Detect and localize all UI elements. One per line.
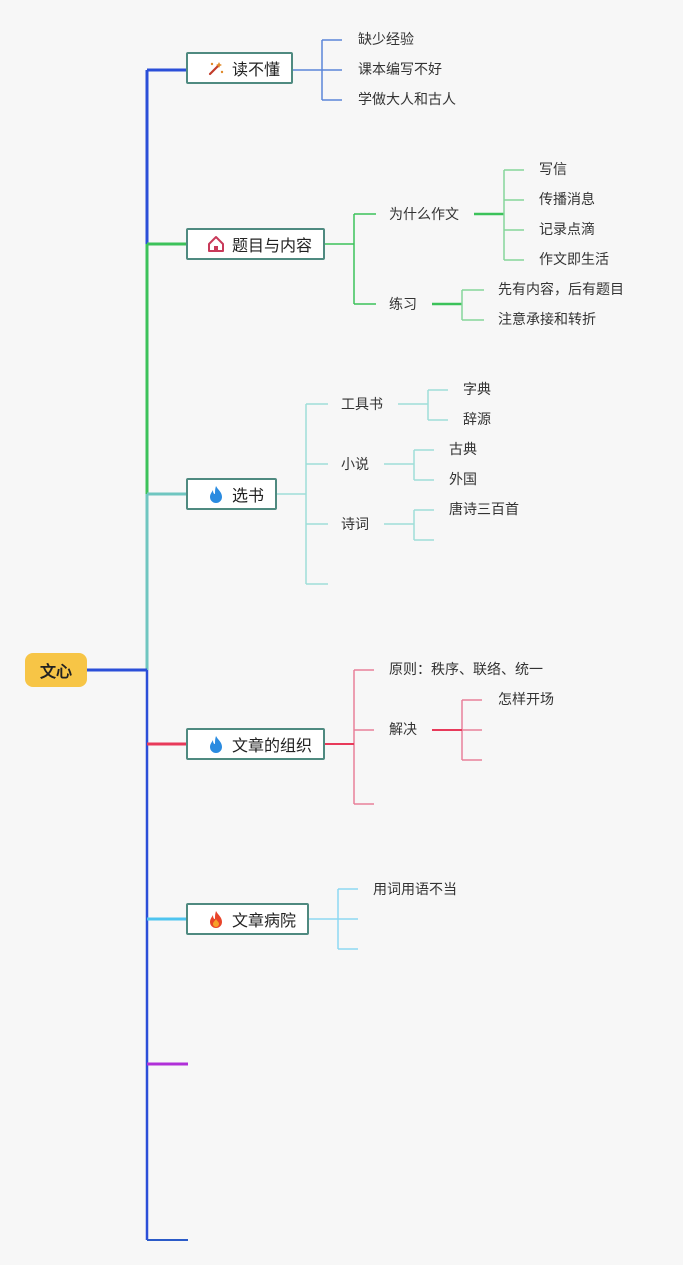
leaf-item[interactable]: 唐诗三百首 xyxy=(449,502,519,518)
flame-blue-icon xyxy=(206,734,226,754)
leaf-item[interactable]: 作文即生活 xyxy=(539,252,609,268)
flame-blue-icon xyxy=(206,484,226,504)
leaf-item[interactable]: 记录点滴 xyxy=(539,222,595,238)
leaf-item[interactable]: 字典 xyxy=(463,382,491,398)
leaf-item[interactable]: 外国 xyxy=(449,472,477,488)
leaf-item[interactable]: 怎样开场 xyxy=(498,692,554,708)
branch-box-reading[interactable]: 读不懂 xyxy=(186,52,293,84)
branch-box-article-clinic[interactable]: 文章病院 xyxy=(186,903,309,935)
sub-topic[interactable]: 解决 xyxy=(389,722,417,738)
leaf-item[interactable]: 学做大人和古人 xyxy=(358,92,456,108)
leaf-item[interactable]: 缺少经验 xyxy=(358,32,414,48)
sub-topic[interactable]: 诗词 xyxy=(341,517,369,533)
root-topic[interactable]: 文心 xyxy=(25,653,87,687)
branch-title: 文章病院 xyxy=(232,911,297,930)
branch-box-choose-books[interactable]: 选书 xyxy=(186,478,277,510)
leaf-item[interactable]: 写信 xyxy=(539,162,567,178)
sparkle-wand-icon xyxy=(206,58,226,78)
sub-topic[interactable]: 原则：秩序、联络、统一 xyxy=(389,662,543,678)
branch-title: 选书 xyxy=(232,486,265,505)
leaf-item[interactable]: 先有内容，后有题目 xyxy=(498,282,624,298)
leaf-item[interactable]: 用词用语不当 xyxy=(373,882,457,898)
sub-topic[interactable]: 工具书 xyxy=(341,397,383,413)
sub-topic[interactable]: 小说 xyxy=(341,457,369,473)
sub-topic[interactable]: 为什么作文 xyxy=(389,207,459,223)
leaf-item[interactable]: 课本编写不好 xyxy=(358,62,442,78)
branch-title: 题目与内容 xyxy=(232,236,313,255)
branch-box-topic-content[interactable]: 题目与内容 xyxy=(186,228,325,260)
branch-box-organization[interactable]: 文章的组织 xyxy=(186,728,325,760)
house-icon xyxy=(206,234,226,254)
leaf-item[interactable]: 古典 xyxy=(449,442,477,458)
sub-topic[interactable]: 练习 xyxy=(389,297,417,313)
branch-title: 文章的组织 xyxy=(232,736,313,755)
flame-red-icon xyxy=(206,909,226,929)
leaf-item[interactable]: 传播消息 xyxy=(539,192,595,208)
branch-title: 读不懂 xyxy=(232,60,281,79)
leaf-item[interactable]: 注意承接和转折 xyxy=(498,312,596,328)
leaf-item[interactable]: 辞源 xyxy=(463,412,491,428)
